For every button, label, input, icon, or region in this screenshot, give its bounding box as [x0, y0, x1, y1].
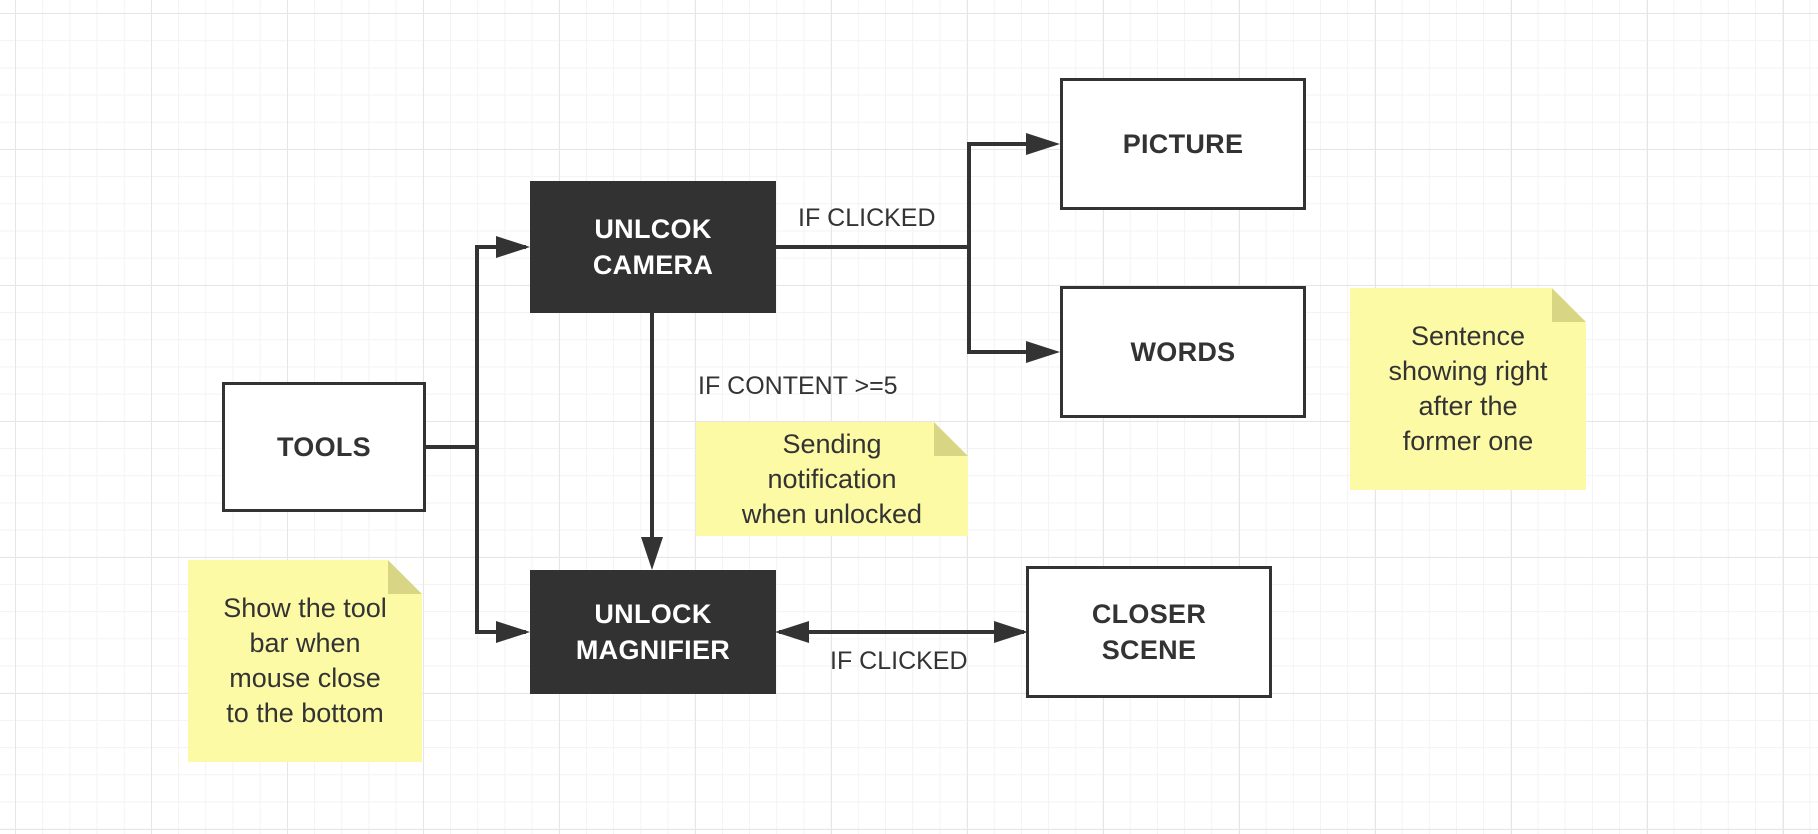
- connector-camera-to-words: [967, 247, 1054, 354]
- node-picture[interactable]: PICTURE: [1060, 78, 1306, 210]
- node-words[interactable]: WORDS: [1060, 286, 1306, 418]
- sticky-note-tool-bar[interactable]: Show the tool bar when mouse close to th…: [188, 560, 422, 762]
- sticky-note-text: Sending notification when unlocked: [741, 428, 923, 529]
- sticky-note-notification[interactable]: Sending notification when unlocked: [696, 422, 968, 536]
- sticky-note-text: Show the tool bar when mouse close to th…: [223, 593, 387, 728]
- arrowhead-camera: [496, 236, 530, 258]
- edge-label-if-content: IF CONTENT >=5: [698, 372, 898, 400]
- node-unlock-magnifier[interactable]: UNLOCK MAGNIFIER: [530, 570, 776, 694]
- arrowhead-words: [1026, 341, 1060, 363]
- edge-label-magnifier-if-clicked: IF CLICKED: [830, 647, 968, 675]
- arrowhead-picture: [1026, 133, 1060, 155]
- arrowhead-magnifier: [496, 621, 530, 643]
- arrowhead-closer-to-magnifier: [775, 621, 809, 643]
- node-closer-scene[interactable]: CLOSER SCENE: [1026, 566, 1272, 698]
- node-unlock-camera[interactable]: UNLCOK CAMERA: [530, 181, 776, 313]
- sticky-note-text: Sentence showing right after the former …: [1388, 321, 1548, 456]
- arrowhead-magnifier-to-closer: [994, 621, 1028, 643]
- connector-tools-to-magnifier: [475, 447, 526, 634]
- edge-label-camera-if-clicked: IF CLICKED: [798, 204, 936, 232]
- connector-camera-to-picture: [967, 142, 1054, 247]
- sticky-note-sentence[interactable]: Sentence showing right after the former …: [1350, 288, 1586, 490]
- connector-tools-to-camera: [475, 245, 526, 447]
- node-tools[interactable]: TOOLS: [222, 382, 426, 512]
- arrowhead-camera-to-magnifier: [641, 537, 663, 570]
